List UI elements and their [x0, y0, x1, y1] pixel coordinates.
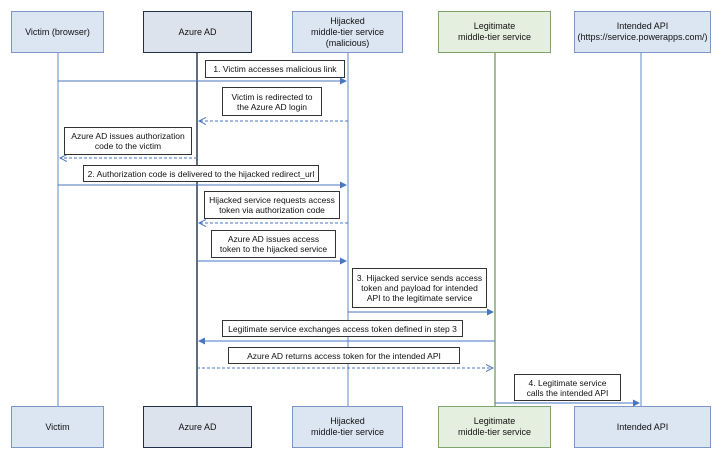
- participant-intended-api-top: Intended API (https://service.powerapps.…: [574, 11, 711, 53]
- message-auth-code-label: Azure AD issues authorization code to th…: [64, 127, 192, 155]
- message-redirect-label: Victim is redirected to the Azure AD log…: [222, 87, 322, 116]
- participant-victim-bottom: Victim: [11, 406, 104, 448]
- message-return-token-label: Azure AD returns access token for the in…: [228, 347, 460, 364]
- participant-intended-api-bottom: Intended API: [574, 406, 711, 448]
- message-exchange-label: Legitimate service exchanges access toke…: [222, 320, 463, 337]
- message-1-label: 1. Victim accesses malicious link: [205, 60, 345, 78]
- message-2-label: 2. Authorization code is delivered to th…: [83, 165, 319, 182]
- participant-victim-top: Victim (browser): [11, 11, 104, 53]
- participant-legitimate-top: Legitimate middle-tier service: [438, 11, 551, 53]
- participant-hijacked-top: Hijacked middle-tier service (malicious): [292, 11, 403, 53]
- participant-azure-ad-top: Azure AD: [143, 11, 252, 53]
- message-issue-token-label: Azure AD issues access token to the hija…: [211, 230, 336, 258]
- participant-hijacked-bottom: Hijacked middle-tier service: [292, 406, 403, 448]
- message-3-label: 3. Hijacked service sends access token a…: [352, 268, 487, 308]
- message-request-token-label: Hijacked service requests access token v…: [204, 191, 340, 219]
- participant-legitimate-bottom: Legitimate middle-tier service: [438, 406, 551, 448]
- message-4-label: 4. Legitimate service calls the intended…: [514, 374, 621, 401]
- participant-azure-ad-bottom: Azure AD: [143, 406, 252, 448]
